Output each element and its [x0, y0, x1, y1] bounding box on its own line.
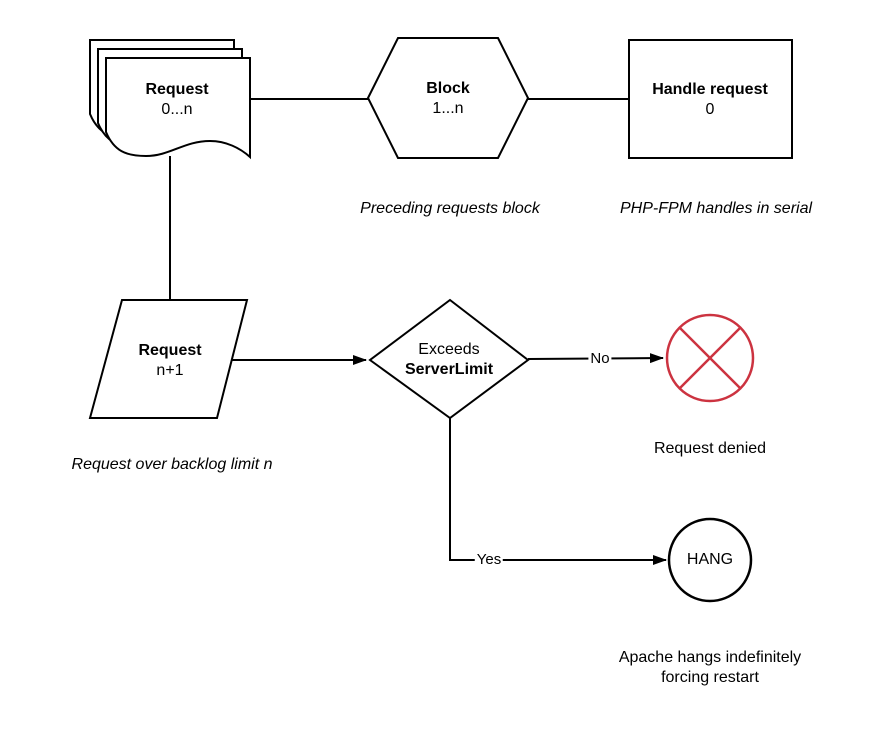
edge-label-yes: Yes	[474, 550, 504, 570]
request-stack-shape	[89, 39, 251, 160]
hang-label: HANG	[686, 551, 734, 568]
edge-decision-yes-to-hang	[449, 418, 667, 565]
caption-apache-line2: forcing restart	[661, 669, 759, 686]
request-stack-title: Request	[145, 81, 209, 98]
caption-php-fpm: PHP-FPM handles in serial	[619, 200, 813, 217]
block-label: Block 1...n	[426, 79, 470, 119]
request-denied-shape	[665, 313, 755, 403]
request-n1-parallelogram-shape	[88, 299, 249, 419]
caption-request-denied: Request denied	[653, 440, 767, 457]
request-stack-label: Request 0...n	[145, 80, 208, 120]
handle-request-rect-shape	[628, 39, 793, 159]
block-hexagon-shape	[366, 37, 530, 159]
request-stack-subtitle: 0...n	[161, 101, 193, 118]
denied-x-line-2	[679, 327, 741, 389]
caption-preceding-block: Preceding requests block	[360, 200, 540, 217]
handle-request-label: Handle request 0	[652, 80, 768, 120]
caption-apache-hangs: Apache hangs indefinitely forcing restar…	[619, 648, 801, 688]
request-n1-label: Request n+1	[138, 341, 201, 381]
decision-line2: ServerLimit	[404, 361, 494, 378]
edge-label-no: No	[588, 349, 612, 369]
caption-backlog-limit: Request over backlog limit n	[71, 456, 273, 473]
decision-line1: Exceeds	[418, 341, 480, 358]
handle-request-title: Handle request	[652, 81, 768, 98]
caption-apache-line1: Apache hangs indefinitely	[618, 649, 802, 666]
request-n1-subtitle: n+1	[156, 362, 184, 379]
block-subtitle: 1...n	[432, 100, 464, 117]
hang-circle-shape	[667, 517, 753, 603]
handle-request-subtitle: 0	[705, 101, 715, 118]
request-n1-title: Request	[138, 342, 202, 359]
block-title: Block	[426, 80, 470, 97]
document-page-front	[105, 57, 251, 160]
decision-label: Exceeds ServerLimit	[405, 340, 493, 380]
decision-diamond-shape	[368, 298, 530, 420]
